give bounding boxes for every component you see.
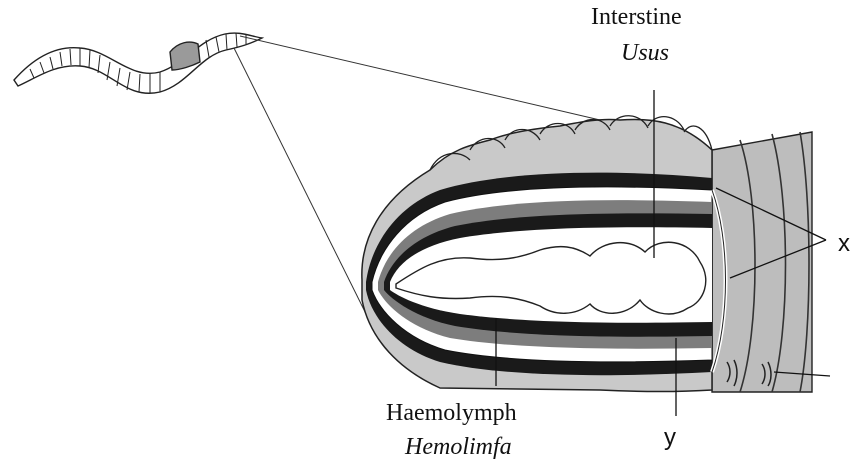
haemolymph-local-label: Hemolimfa <box>405 434 512 461</box>
whole-worm <box>14 33 262 93</box>
label-y: y <box>664 424 676 452</box>
enlarged-section <box>362 116 812 392</box>
haemolymph-label: Haemolymph <box>386 400 517 427</box>
intestine-label: Interstine <box>591 4 682 31</box>
label-x: x <box>838 230 850 258</box>
intestine-local-label: Usus <box>621 40 669 67</box>
